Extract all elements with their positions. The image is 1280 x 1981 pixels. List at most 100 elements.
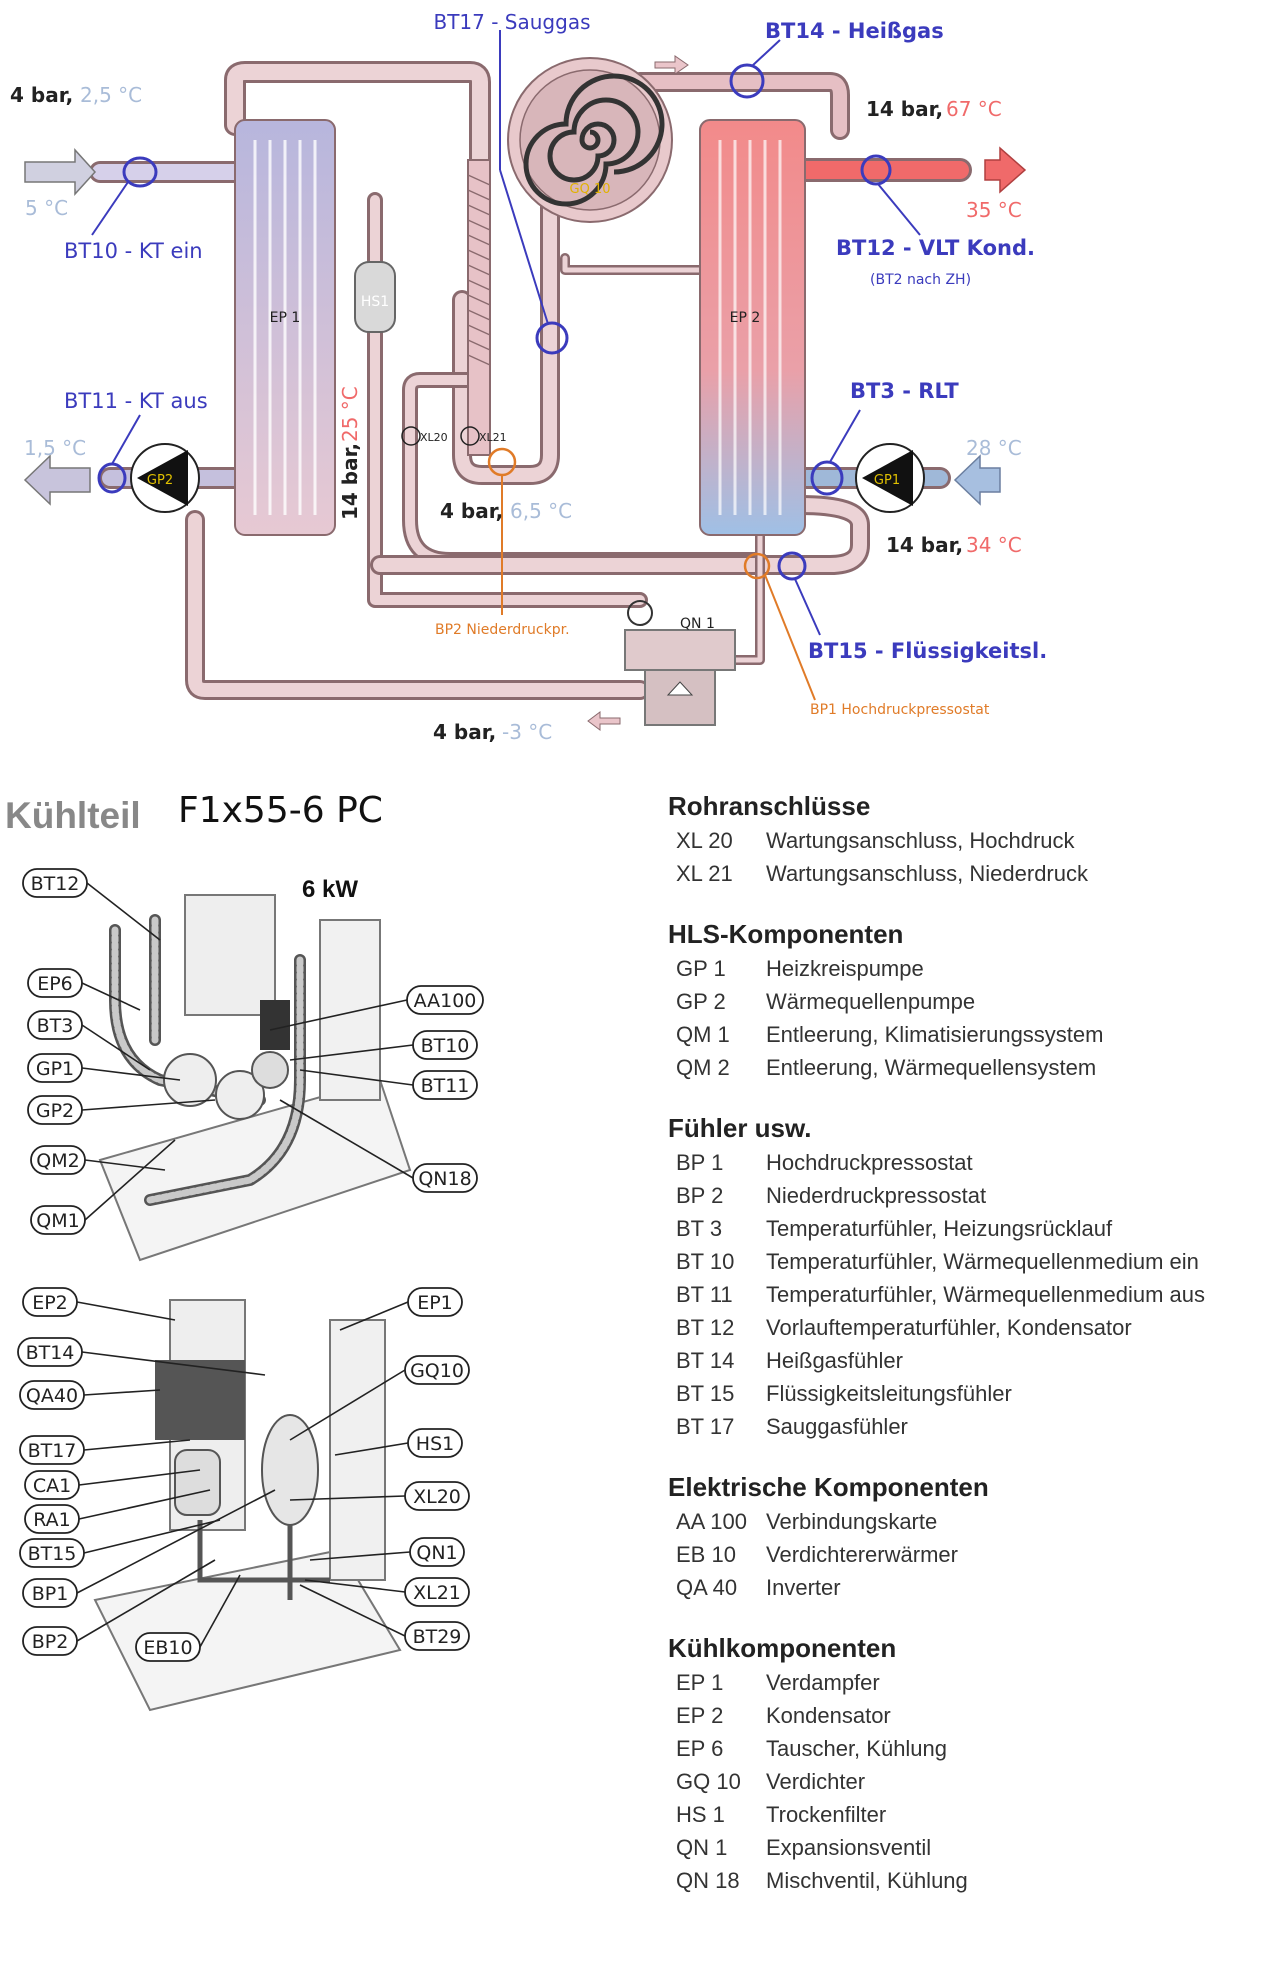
callout-label: XL20 — [413, 1486, 461, 1508]
callout-leader — [78, 1489, 211, 1520]
callout-top-bt3: BT3 — [27, 1010, 151, 1071]
callout-label: BP2 — [32, 1631, 69, 1653]
callout-leader — [199, 1574, 241, 1648]
legend-description: Inverter — [766, 1575, 841, 1600]
legend-code: XL 21 — [676, 861, 733, 886]
state-vertical-temp: 25 °C — [338, 386, 362, 442]
legend-description: Flüssigkeitsleitungsfühler — [766, 1381, 1012, 1406]
callout-leader — [299, 1069, 414, 1086]
legend-code: BT 3 — [676, 1216, 722, 1241]
gp1-label: GP1 — [874, 473, 900, 488]
callout-label: QN1 — [416, 1542, 457, 1564]
callout-leader — [269, 999, 408, 1031]
legend-code: EP 6 — [676, 1736, 723, 1761]
callout-leader — [81, 1024, 151, 1071]
legend-code: EP 2 — [676, 1703, 723, 1728]
callout-bottom-eb10: EB10 — [135, 1574, 241, 1662]
callout-label: QA40 — [26, 1385, 78, 1407]
pump-gp1: GP1 — [855, 443, 925, 513]
label-bp1: BP1 Hochdruckpressostat — [810, 702, 990, 718]
filter-hs1: HS1 — [354, 261, 396, 333]
state-suction-pressure: 4 bar, — [440, 499, 503, 523]
callout-label: RA1 — [33, 1509, 71, 1531]
hs1-label: HS1 — [361, 294, 389, 310]
callout-label: BT17 — [28, 1440, 77, 1462]
state-bt11-temp: 1,5 °C — [24, 436, 86, 460]
unit-illustration-bottom — [93, 1299, 402, 1712]
legend-description: Mischventil, Kühlung — [766, 1868, 968, 1893]
callout-top-bt10: BT10 — [289, 1030, 478, 1061]
callout-label: AA100 — [414, 990, 477, 1012]
callout-leader — [81, 1067, 181, 1081]
internal-heat-exchanger — [467, 159, 491, 456]
state-hotgas-pressure: 14 bar, — [866, 97, 943, 121]
legend-code: QM 1 — [676, 1022, 730, 1047]
callout-bottom-xl21: XL21 — [304, 1577, 470, 1607]
expansion-valve-qn1: QN 1 — [624, 600, 736, 726]
orange-leader-lines — [501, 475, 816, 701]
callout-label: BT3 — [37, 1015, 74, 1037]
callout-label: BT29 — [413, 1626, 462, 1648]
ep1-label: EP 1 — [270, 310, 301, 326]
callout-top-gp2: GP2 — [27, 1095, 216, 1125]
callout-box — [30, 1205, 86, 1235]
flow-arrows — [23, 55, 1027, 731]
callout-bottom-bt17: BT17 — [19, 1435, 191, 1465]
callout-bottom-ep1: EP1 — [339, 1287, 463, 1331]
callout-top-bt12: BT12 — [22, 868, 161, 941]
legend-section-title: Fühler usw. — [668, 1113, 812, 1143]
callout-bottom-gq10: GQ10 — [289, 1355, 470, 1441]
legend-description: Trockenfilter — [766, 1802, 886, 1827]
callout-top-qn18: QN18 — [279, 1099, 478, 1193]
condenser-ep2: EP 2 — [699, 119, 806, 536]
callout-bottom-bp2: BP2 — [22, 1559, 216, 1656]
legend-description: Wartungsanschluss, Niederdruck — [766, 861, 1089, 886]
callout-label: BT12 — [31, 873, 80, 895]
legend-section-title: Kühlkomponenten — [668, 1633, 896, 1663]
legend-code: QN 1 — [676, 1835, 727, 1860]
xl20-port-label: XL20 — [420, 431, 448, 444]
callout-label: QM1 — [36, 1210, 79, 1232]
callout-leader — [304, 1579, 406, 1593]
callout-label: GP1 — [36, 1058, 74, 1080]
callout-box — [24, 1470, 80, 1500]
callout-leader — [334, 1442, 409, 1456]
sensor-markers — [97, 63, 892, 581]
callout-leader — [83, 1439, 191, 1451]
callout-bottom-xl20: XL20 — [289, 1481, 470, 1511]
legend-description: Verbindungskarte — [766, 1509, 937, 1534]
label-bt14: BT14 - Heißgas — [765, 19, 944, 43]
callout-box — [27, 1010, 83, 1040]
callout-leader — [339, 1301, 409, 1331]
legend-description: Entleerung, Klimatisierungssystem — [766, 1022, 1103, 1047]
legend-section-title: HLS-Komponenten — [668, 919, 903, 949]
evaporator-ep1: EP 1 — [234, 119, 336, 536]
legend-code: BP 1 — [676, 1150, 723, 1175]
callout-label: GP2 — [36, 1100, 74, 1122]
callout-leader — [84, 1139, 176, 1221]
state-evap-in-pressure: 4 bar, — [10, 83, 73, 107]
state-evap-in-temp: 2,5 °C — [80, 83, 142, 107]
callout-leader — [289, 1044, 414, 1061]
state-return-temp: 28 °C — [966, 436, 1022, 460]
legend-code: BT 14 — [676, 1348, 734, 1373]
state-vertical-pressure: 14 bar, — [338, 443, 362, 520]
